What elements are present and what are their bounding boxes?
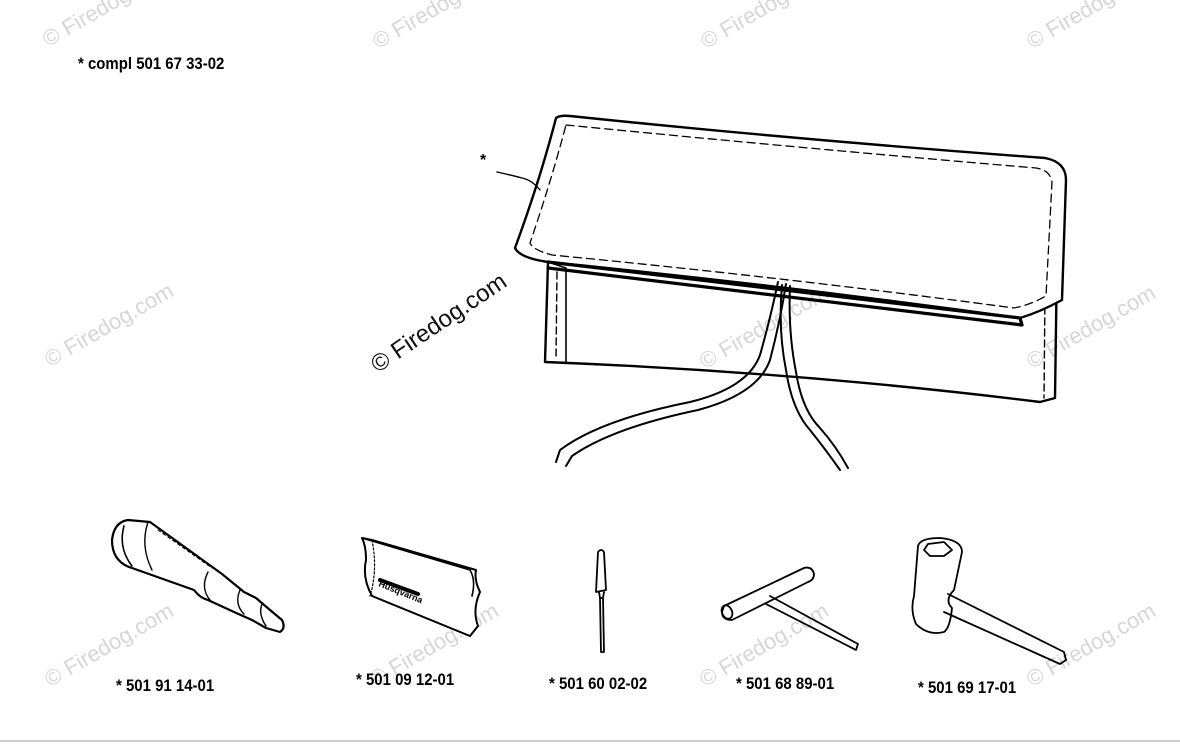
callout-star: * <box>480 152 487 169</box>
tool-roll-pouch <box>496 114 1068 471</box>
part-label-t-wrench: * 501 68 89-01 <box>736 674 835 693</box>
part-label-screwdriver: * 501 60 02-02 <box>549 674 648 693</box>
part-label-spark-plug-socket: * 501 91 14-01 <box>116 676 215 695</box>
part-label-combination-spanner: * 501 69 17-01 <box>918 678 1017 697</box>
combination-spanner-drawing <box>911 537 1067 665</box>
bottom-divider <box>0 740 1180 742</box>
file-pouch-drawing <box>361 537 481 637</box>
part-label-file-pouch: * 501 09 12-01 <box>356 670 455 689</box>
t-wrench-drawing <box>720 566 859 651</box>
assembly-label: * compl 501 67 33-02 <box>78 54 225 73</box>
screwdriver-drawing <box>595 549 607 653</box>
spark-plug-socket-drawing <box>110 518 285 634</box>
